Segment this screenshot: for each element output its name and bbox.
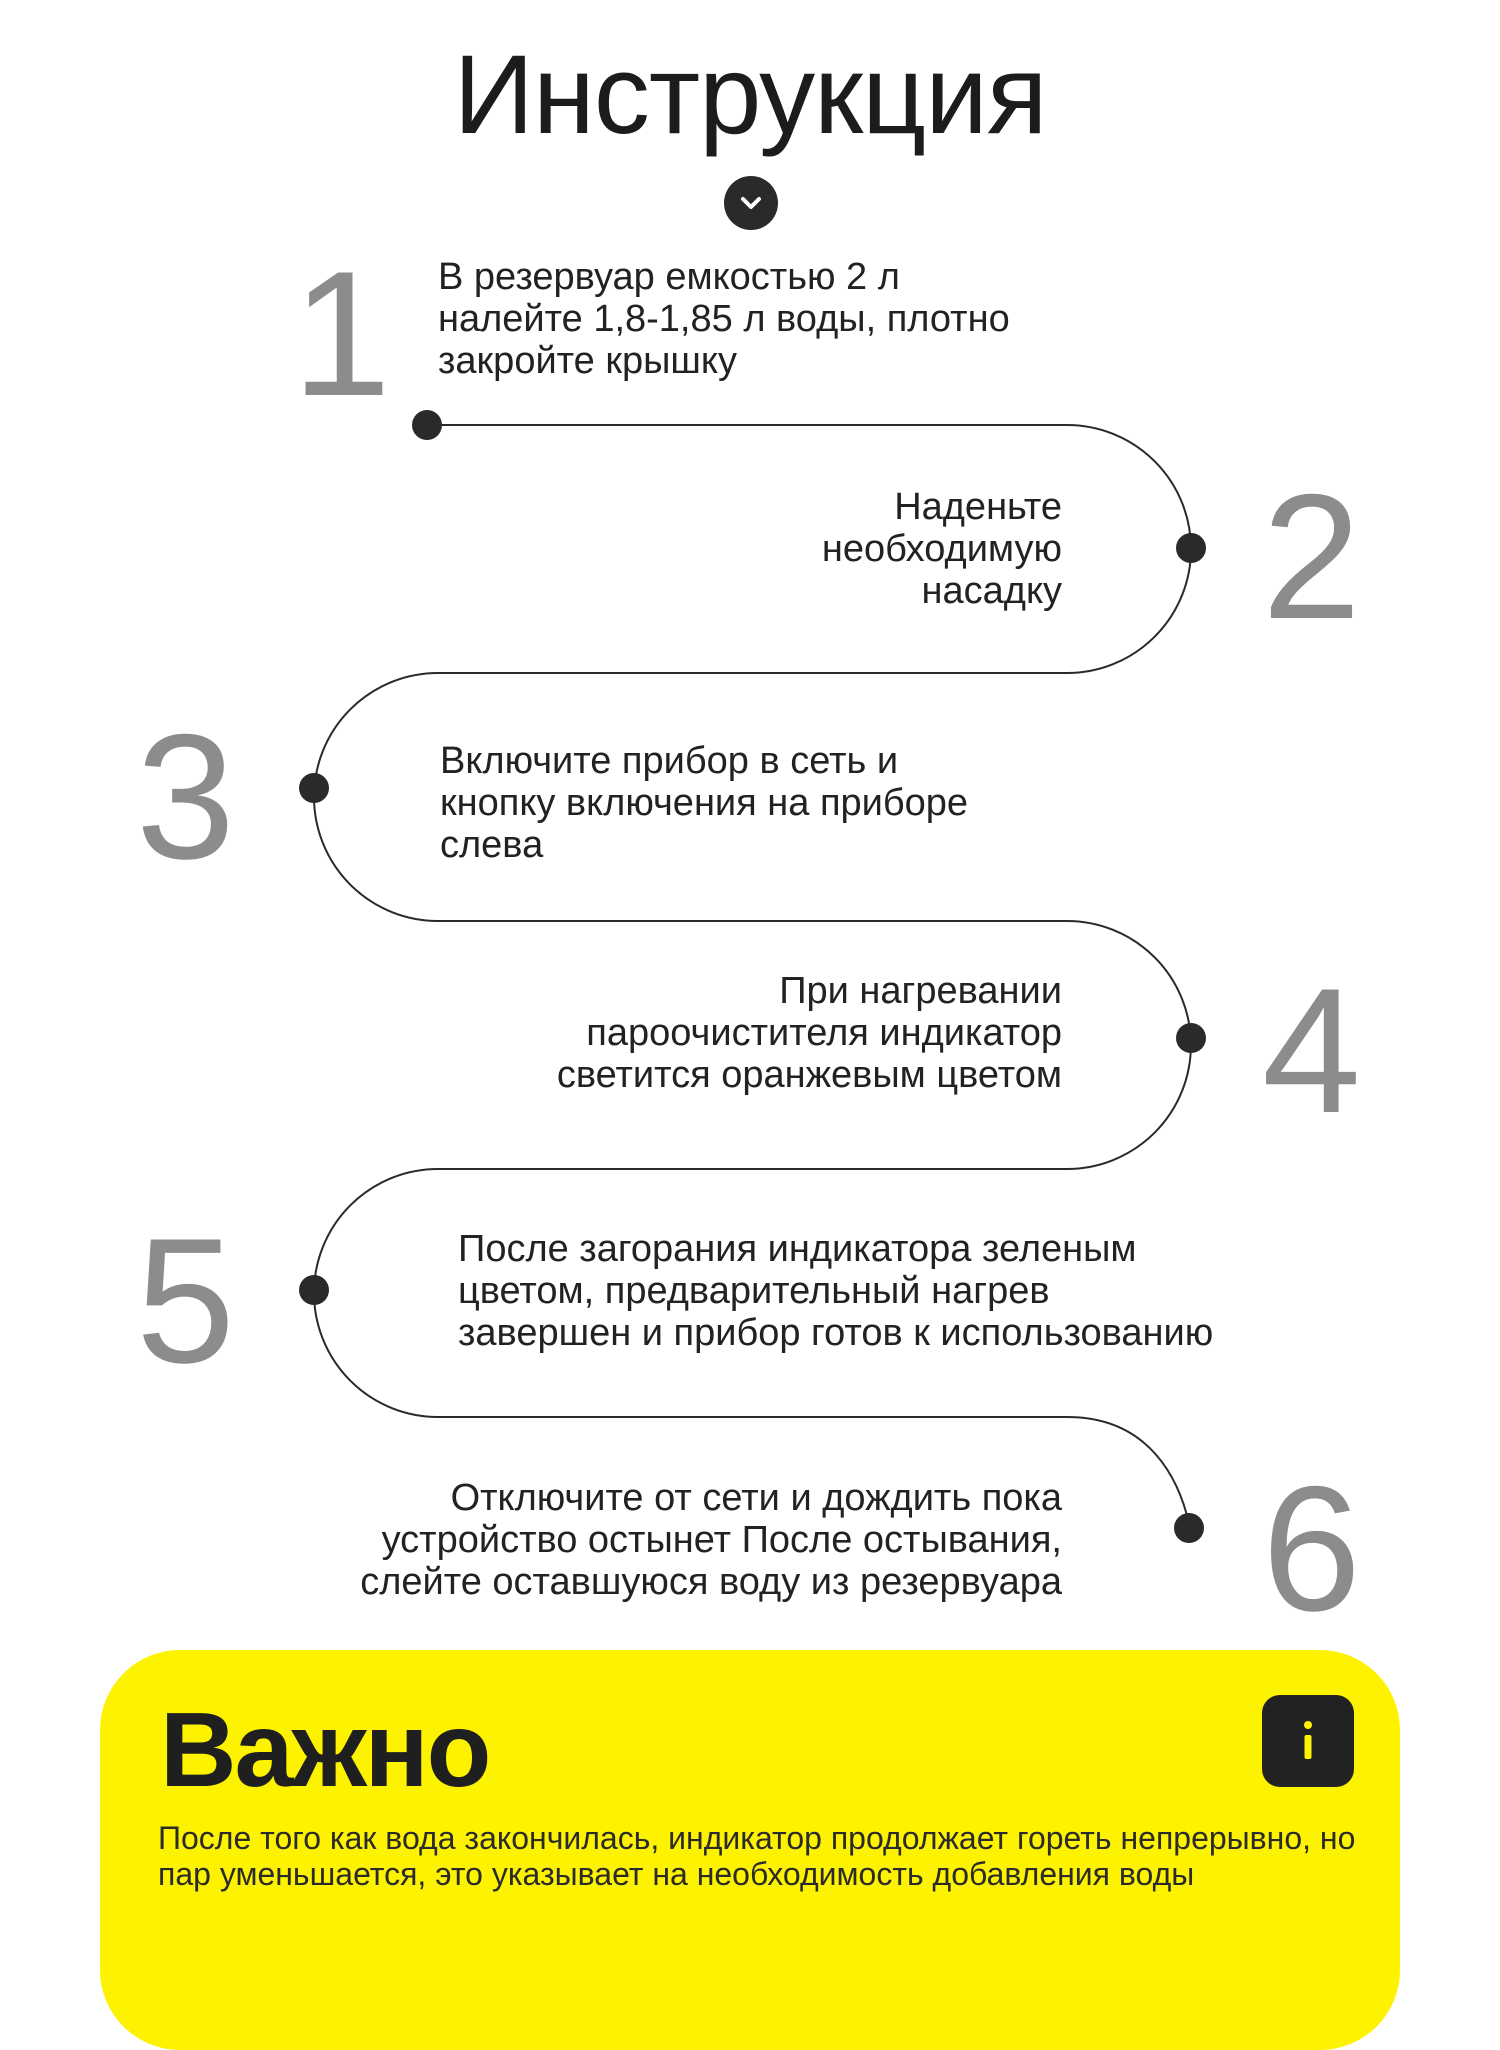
- instruction-page: Инструкция 1 В резервуар емкостью 2 л на…: [100, 32, 1400, 2050]
- page-title: Инструкция: [453, 32, 1047, 157]
- step-dot-5: [299, 1275, 329, 1305]
- step-number: 1: [292, 234, 391, 433]
- step-number: 5: [136, 1201, 235, 1400]
- step-number: 4: [1262, 951, 1361, 1150]
- timeline-line: [313, 424, 1192, 1529]
- step-text: При нагревании пароочистителя индикатор …: [556, 970, 1062, 1096]
- step-text: Отключите от сети и дождить пока устройс…: [360, 1477, 1062, 1603]
- step-text: Наденьте необходимую насадку: [821, 486, 1062, 612]
- steps-timeline: [299, 410, 1206, 1543]
- step-text: После загорания индикатора зеленым цвето…: [458, 1228, 1214, 1354]
- step-number: 2: [1262, 457, 1361, 656]
- chevron-down-icon[interactable]: [724, 176, 778, 230]
- step-text: В резервуар емкостью 2 л налейте 1,8-1,8…: [438, 256, 1010, 382]
- step-dot-3: [299, 773, 329, 803]
- step-number: 6: [1262, 1449, 1361, 1648]
- step-dot-6: [1174, 1513, 1204, 1543]
- important-text: После того как вода закончилась, индикат…: [158, 1820, 1356, 1892]
- important-title: Важно: [160, 1691, 491, 1809]
- important-card: Важно После того как вода закончилась, и…: [100, 1650, 1400, 2050]
- step-number: 3: [136, 697, 235, 896]
- step-dot-2: [1176, 533, 1206, 563]
- info-icon: [1262, 1695, 1354, 1787]
- step-text: Включите прибор в сеть и кнопку включени…: [440, 740, 969, 866]
- step-dot-4: [1176, 1023, 1206, 1053]
- step-dot-1: [412, 410, 442, 440]
